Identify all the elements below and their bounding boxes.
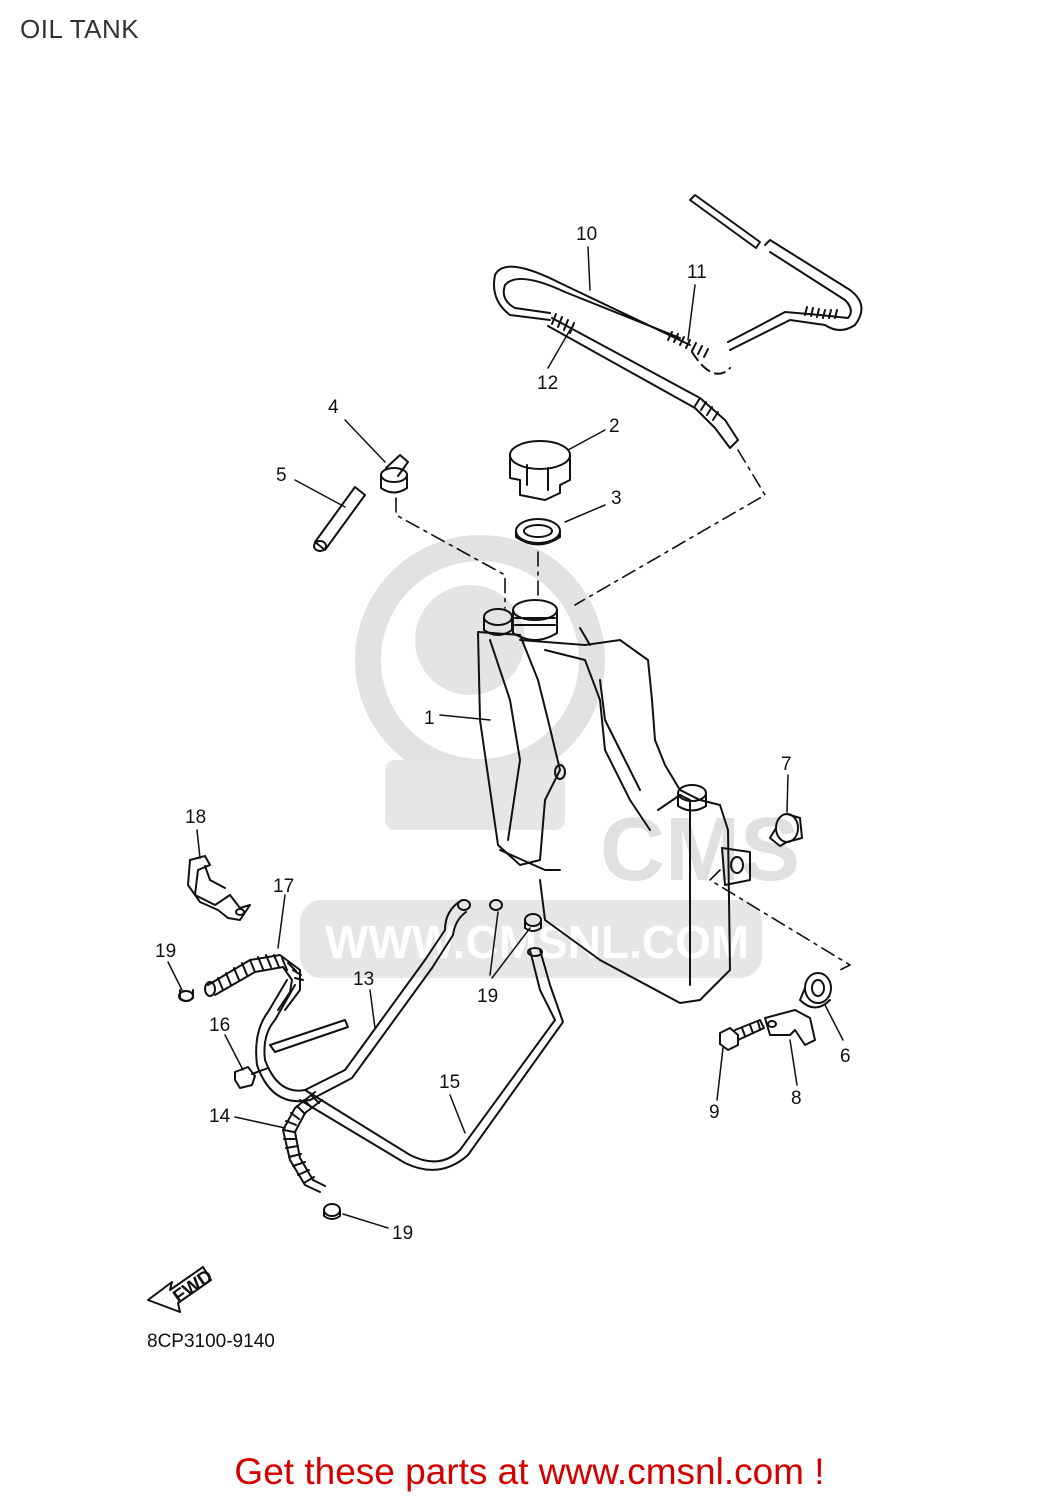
- breather-hose-part-10: [493, 194, 863, 375]
- fwd-label: FWD: [169, 1266, 216, 1308]
- callout-16: 16: [209, 1015, 230, 1036]
- callout-7: 7: [781, 754, 792, 775]
- callout-19-bottom: 19: [392, 1223, 413, 1244]
- forward-direction-arrow: [147, 1266, 212, 1313]
- callout-6: 6: [840, 1046, 851, 1067]
- bracket-part-8: [764, 1009, 816, 1046]
- bolt-part-9: [719, 1019, 765, 1051]
- oil-tank-part-1: [477, 599, 751, 1004]
- holder-part-18: [187, 855, 251, 921]
- callout-2: 2: [609, 416, 620, 437]
- spring-hose-part-17: [204, 954, 304, 1011]
- tank-cap-part-2: [509, 440, 571, 501]
- gasket-part-3: [515, 518, 561, 546]
- callout-1: 1: [424, 708, 435, 729]
- watermark-logo-text: CMS: [600, 800, 800, 900]
- callout-14: 14: [209, 1106, 231, 1127]
- callout-numbers: 1 2 3 4 5 6 7 8 9 10 11 12 13 14 15 16 1…: [155, 224, 851, 1244]
- callout-11: 11: [687, 262, 707, 283]
- callout-leader-lines: [167, 246, 844, 1229]
- callout-19-center: 19: [477, 986, 498, 1007]
- callout-17: 17: [273, 876, 294, 897]
- assembly-leader-lines: [395, 449, 851, 971]
- callout-8: 8: [791, 1088, 802, 1109]
- spring-hose-part-14: [282, 1091, 326, 1193]
- callout-12: 12: [537, 373, 558, 394]
- callout-9: 9: [709, 1102, 720, 1123]
- grommet-part-6: [799, 972, 832, 1009]
- hose-part-13: [269, 1019, 349, 1053]
- callout-3: 3: [611, 488, 622, 509]
- callout-10: 10: [576, 224, 597, 245]
- hose-part-15: [255, 899, 564, 1171]
- callout-18: 18: [185, 807, 206, 828]
- callout-15: 15: [439, 1072, 460, 1093]
- bushing-part-7: [769, 813, 803, 847]
- cms-watermark: CMS WWW.CMSNL.COM: [300, 535, 800, 978]
- clamp-part-19: [178, 899, 542, 1220]
- spring-part-11: [667, 306, 838, 358]
- callout-13: 13: [353, 969, 374, 990]
- callout-4: 4: [328, 397, 339, 418]
- page-title: OIL TANK: [20, 14, 140, 44]
- hose-part-12: [547, 313, 739, 449]
- fitting-part-4: [380, 454, 409, 494]
- promo-link[interactable]: Get these parts at www.cmsnl.com !: [234, 1451, 825, 1492]
- clip-part-16: [234, 1066, 269, 1089]
- watermark-url-text: WWW.CMSNL.COM: [325, 916, 749, 968]
- callout-19-left: 19: [155, 941, 176, 962]
- drawing-code: 8CP3100-9140: [147, 1331, 275, 1352]
- callout-5: 5: [276, 465, 287, 486]
- short-hose-part-5: [313, 486, 366, 552]
